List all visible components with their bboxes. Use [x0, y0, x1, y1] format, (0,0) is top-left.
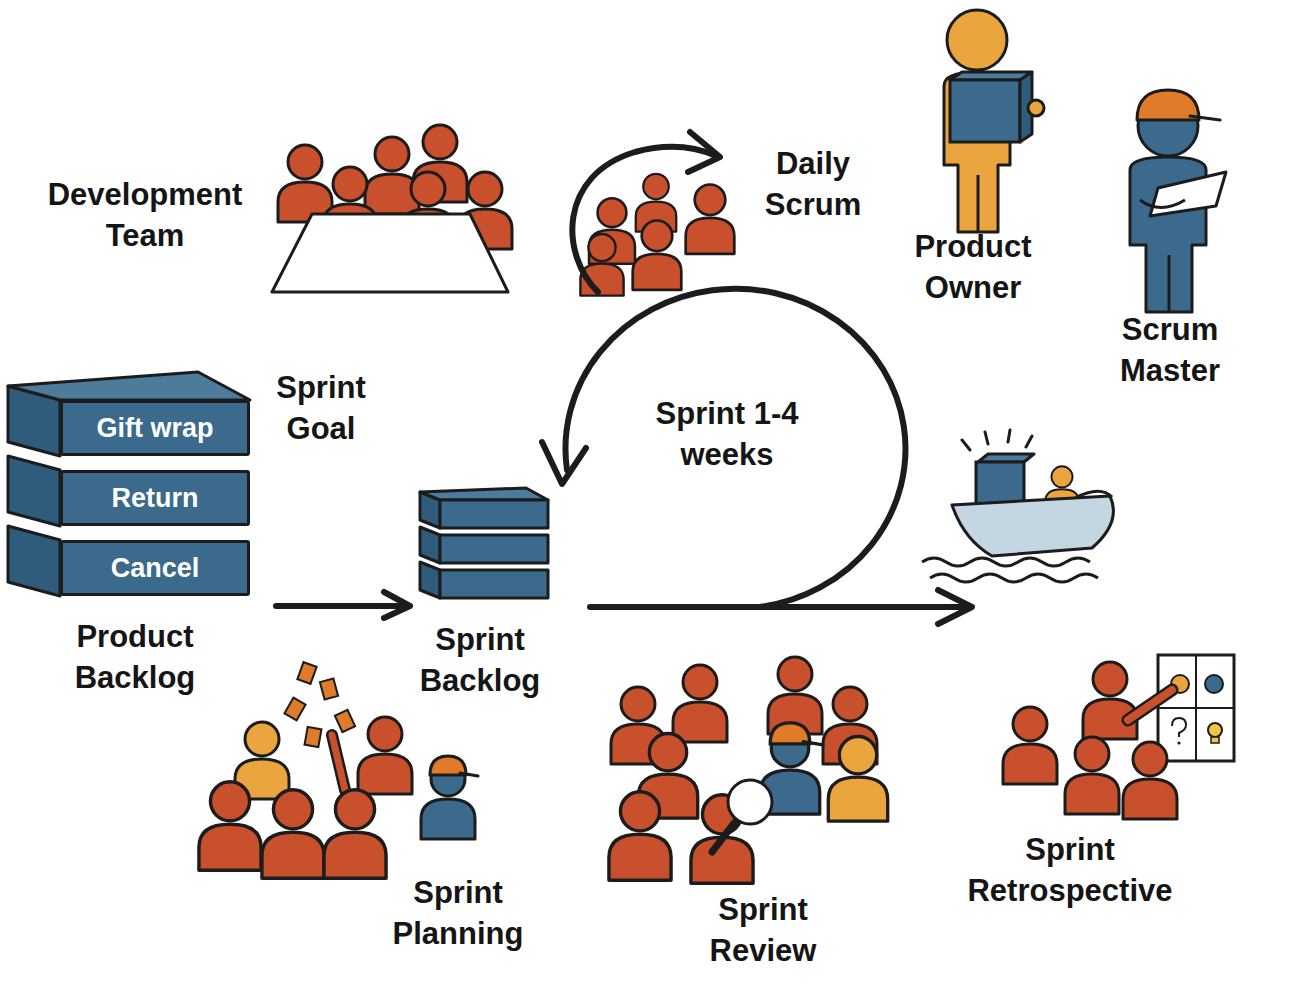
- product-owner-figure: [944, 10, 1044, 232]
- scrum-master-figure: [1130, 90, 1226, 312]
- diagram-label: Development Team: [48, 174, 243, 256]
- backlog-item-box: Return: [60, 470, 250, 526]
- sprint-review-figure: [609, 657, 888, 883]
- backlog-item-text: Cancel: [111, 553, 200, 584]
- diagram-label: Sprint Goal: [276, 367, 366, 449]
- backlog-item-box: Cancel: [60, 540, 250, 596]
- backlog-item-text: Return: [112, 483, 199, 514]
- sprint-retrospective-figure: [1003, 655, 1234, 819]
- diagram-label: Sprint Retrospective: [967, 829, 1172, 911]
- shipping-boat: [922, 430, 1113, 582]
- diagram-label: Daily Scrum: [765, 143, 861, 225]
- backlog-item-text: Gift wrap: [96, 413, 213, 444]
- diagram-label: Sprint Backlog: [420, 619, 541, 701]
- diagram-label: Sprint Planning: [393, 872, 524, 954]
- diagram-label: Product Owner: [914, 226, 1031, 308]
- product-backlog-stack: [8, 372, 250, 596]
- daily-scrum-figure: [572, 132, 734, 296]
- sprint-backlog-stack: [420, 488, 548, 598]
- diagram-label: Scrum Master: [1120, 309, 1220, 391]
- backlog-item-box: Gift wrap: [60, 400, 250, 456]
- diagram-label: Sprint Review: [710, 889, 817, 971]
- development-team-figure: [272, 125, 512, 292]
- diagram-label: Product Backlog: [75, 616, 196, 698]
- sprint-flow-arrows: [276, 289, 972, 624]
- diagram-label: Sprint 1-4 weeks: [647, 393, 807, 475]
